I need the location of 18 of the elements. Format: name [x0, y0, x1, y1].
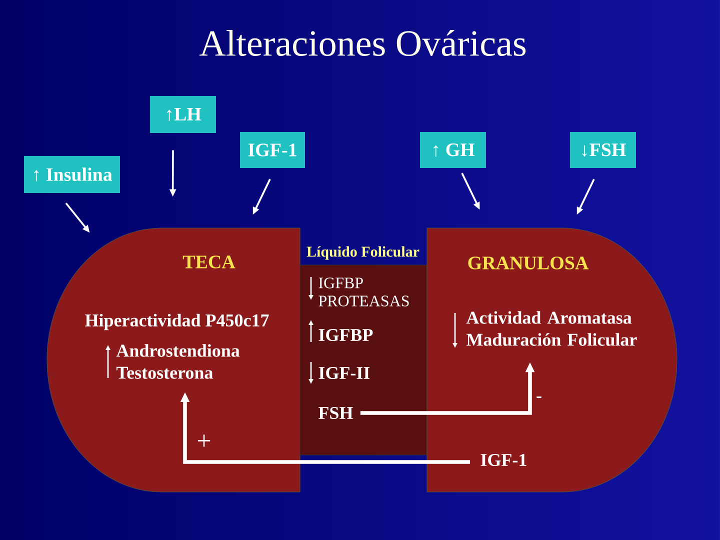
text-label: Androstendiona Testosterona — [116, 344, 240, 379]
label-box: ↓FSH — [570, 132, 636, 168]
text-label: Actividad Aromatasa Maduración Folicular — [466, 311, 637, 346]
text-label: Hiperactividad P450c17 — [85, 314, 269, 330]
text-label: IGF-II — [318, 366, 370, 380]
heading: TECA — [182, 256, 236, 268]
edge-label: + — [195, 433, 213, 451]
heading: GRANULOSA — [468, 256, 589, 270]
text-label: IGFBP PROTEASAS — [318, 278, 409, 306]
text-label: IGFBP — [318, 328, 373, 342]
label-box: ↑ GH — [420, 132, 486, 168]
title: Alteraciones Ováricas — [200, 30, 526, 56]
label-box: ↑ Insulina — [24, 156, 120, 193]
text-label: FSH — [318, 406, 353, 420]
label-box: ↑LH — [150, 96, 216, 133]
label-box: IGF-1 — [240, 132, 305, 168]
heading: Líquido Folicular — [306, 246, 420, 260]
text-label: IGF-1 — [480, 454, 526, 466]
